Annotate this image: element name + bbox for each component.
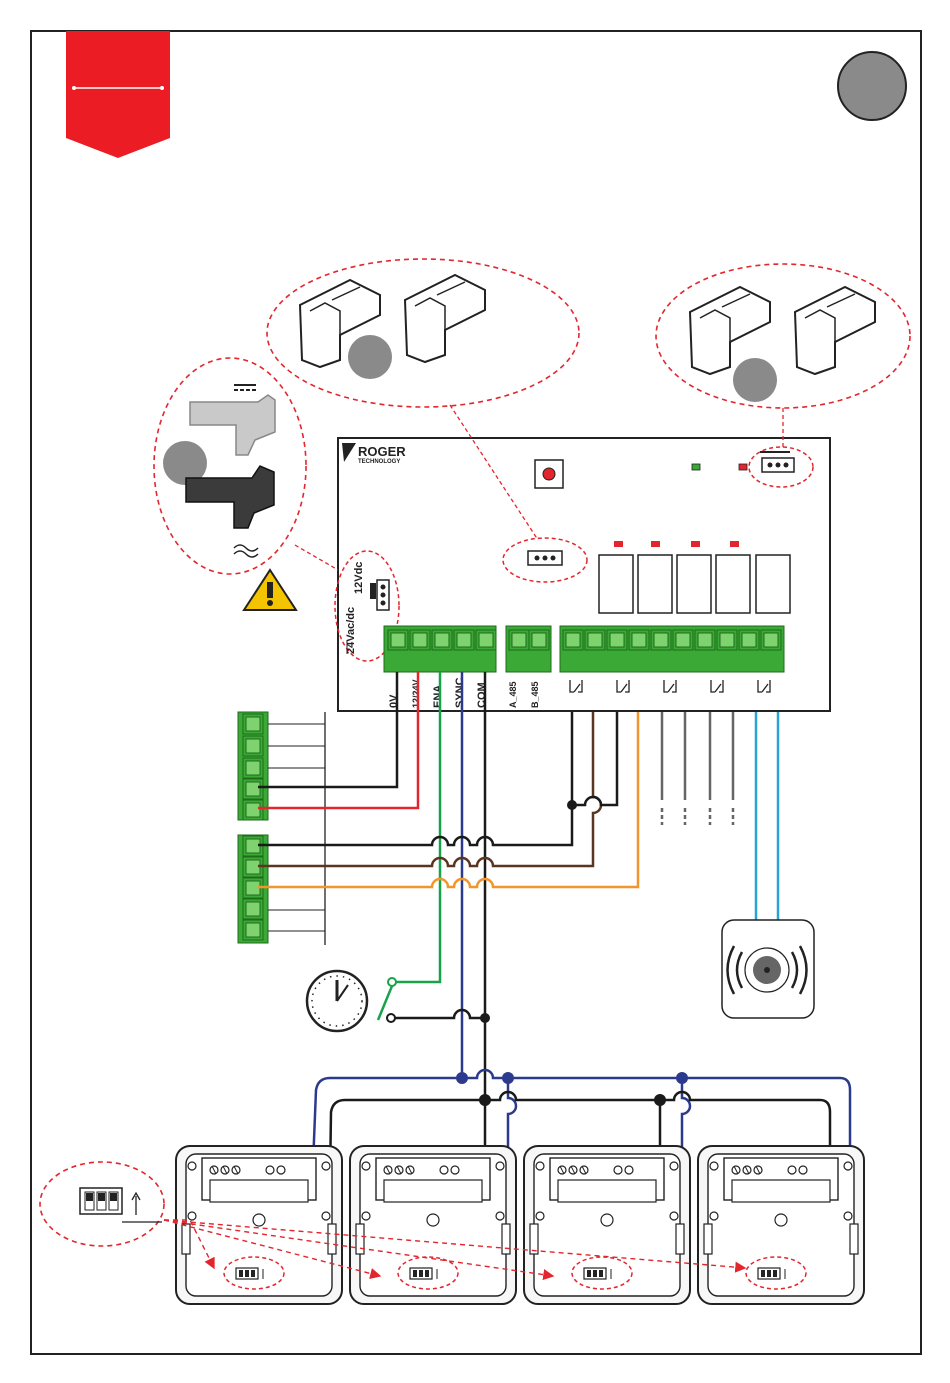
wire-orange-to-block2: [258, 712, 638, 887]
relay-5: [756, 555, 790, 613]
terminal-label-a485: A_485: [508, 681, 518, 708]
reader-3: [524, 1146, 690, 1304]
grey-badge-right: [733, 358, 777, 402]
terminal-label-sync: SYNC: [454, 677, 466, 708]
siren-icon: [722, 920, 814, 1018]
wire-black-bridge: [572, 712, 617, 805]
led-green: [692, 464, 700, 470]
svg-text:TECHNOLOGY: TECHNOLOGY: [358, 459, 400, 465]
wire-black-to-block2: [258, 712, 572, 845]
clock-icon: [307, 971, 367, 1031]
grey-badge-large: [838, 52, 906, 120]
terminal-block-relays: [560, 626, 784, 672]
reader-4: [698, 1146, 864, 1304]
relay-output-wires: [662, 712, 733, 825]
terminal-label-1224v: 12/24V: [411, 679, 421, 708]
wire-clock-com: [395, 1010, 485, 1018]
led-red: [739, 464, 747, 470]
terminal-label-ena: ENA: [432, 685, 444, 708]
relay-3: [677, 555, 711, 613]
reader-2: [350, 1146, 516, 1304]
svg-text:ROGER: ROGER: [358, 444, 406, 459]
jumper-drawing-b: [405, 275, 485, 362]
relay-1: [599, 555, 633, 613]
grey-jumper-dc: [190, 395, 275, 455]
terminal-label-b485: B_485: [530, 681, 540, 708]
external-terminal-block-2: [238, 835, 325, 943]
terminal-block-485: [506, 626, 551, 672]
relay-2: [638, 555, 672, 613]
jumper-drawing-d: [795, 287, 875, 374]
warning-triangle-icon: [244, 570, 296, 610]
terminal-block-power: [384, 626, 496, 672]
section-ribbon: [66, 31, 170, 158]
dip-switch-icon: [80, 1188, 122, 1214]
relay-4: [716, 555, 750, 613]
wire-brown-to-block2: [258, 712, 601, 866]
svg-text:12Vdc: 12Vdc: [353, 562, 365, 594]
grey-badge-middle: [348, 335, 392, 379]
